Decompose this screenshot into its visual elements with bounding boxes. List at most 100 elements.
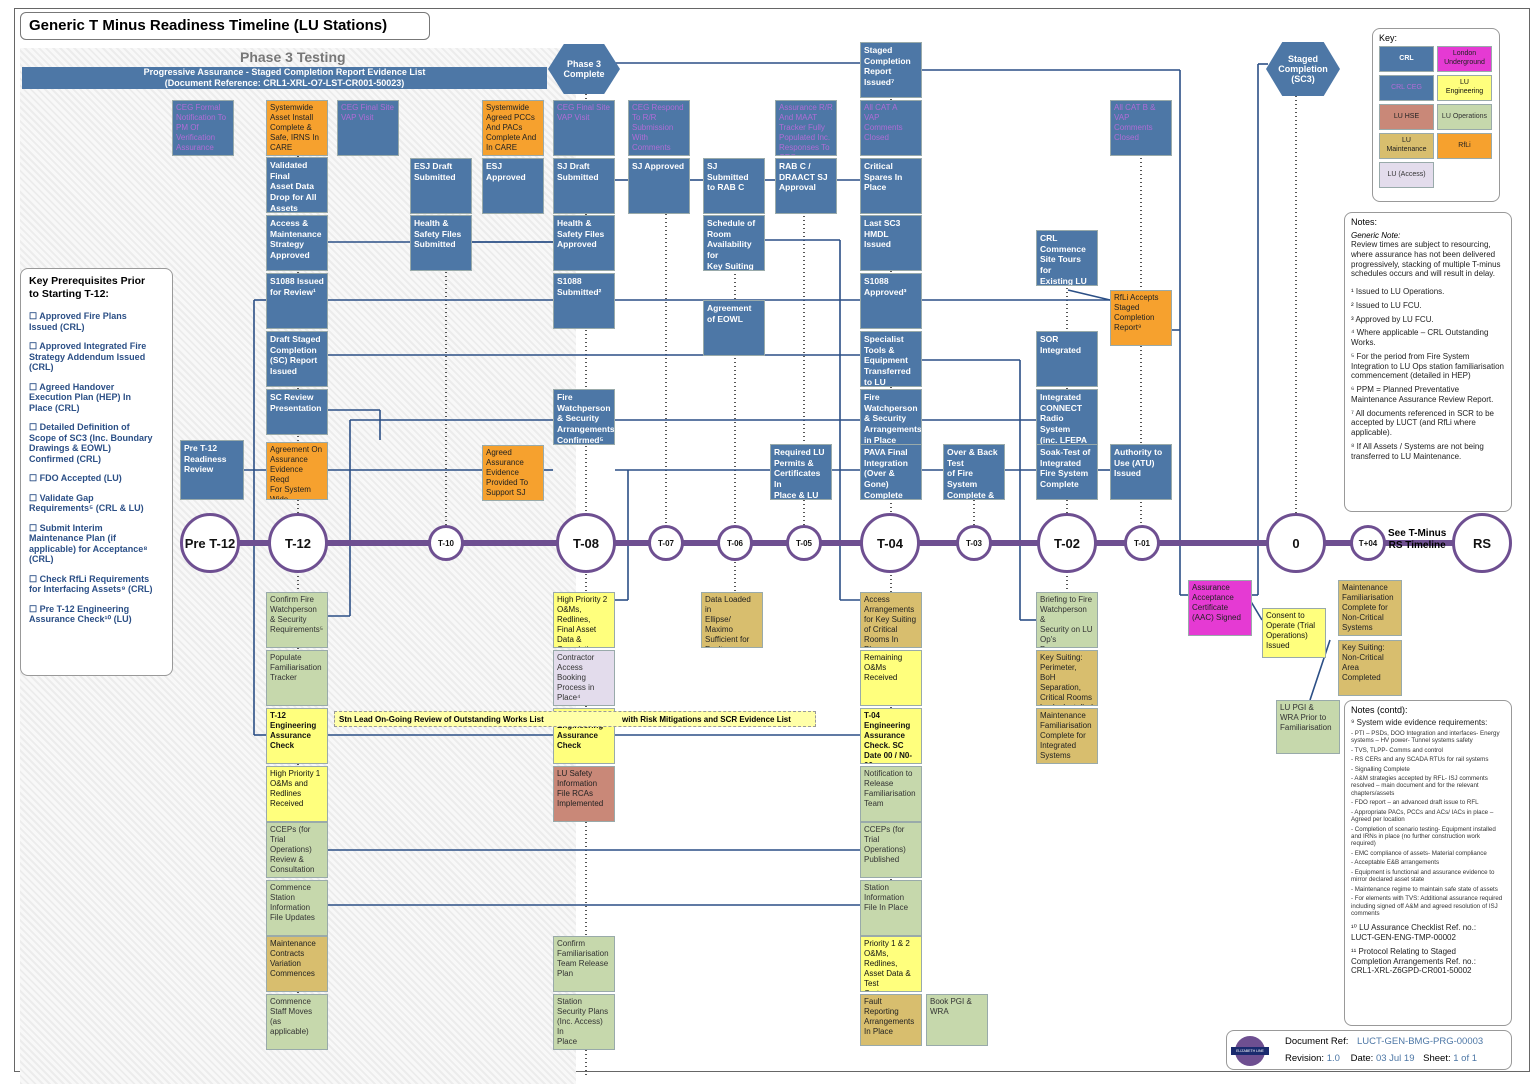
generic-note-title: Generic Note: (1351, 231, 1401, 240)
notes-contd-head: ⁹ System wide evidence requirements: (1351, 718, 1488, 727)
activity-box: Soak-Test of Integrated Fire System Comp… (1036, 444, 1098, 500)
note-item: ⁷ All documents referenced in SCR to be … (1351, 408, 1494, 438)
milestone-t-10: T-10 (428, 525, 464, 561)
doc-ref-line: Document Ref: LUCT-GEN-BMG-PRG-00003 (1285, 1036, 1483, 1047)
activity-box: Data Loaded in Ellipse/ Maximo Sufficien… (701, 592, 763, 648)
activity-box: Access Arrangements for Key Suiting of C… (860, 592, 922, 648)
prerequisite-item[interactable]: ☐ Approved Fire Plans Issued (CRL) (29, 311, 127, 332)
activity-box: Schedule of Room Availability for Key Su… (703, 215, 765, 271)
key-swatch: RfLi (1437, 133, 1492, 159)
prerequisite-item[interactable]: ☐ Validate Gap Requirements⁵ (CRL & LU) (29, 492, 144, 514)
sheet-value: 1 of 1 (1453, 1053, 1478, 1064)
prerequisite-item[interactable]: ☐ Check RfLi Requirements for Interfacin… (29, 573, 153, 595)
logo-bar: ELIZABETH LINE (1231, 1047, 1269, 1055)
activity-box: Maintenance Familiarisation Complete for… (1338, 580, 1402, 636)
activity-box: Systemwide Asset Install Complete & Safe… (266, 100, 328, 156)
activity-box: Confirm Fire Watchperson & Security Requ… (266, 592, 328, 648)
milestone-0: 0 (1266, 513, 1326, 573)
note-item: ⁶ PPM = Planned Preventative Maintenance… (1351, 385, 1494, 404)
activity-box: CEG Final Site VAP Visit (553, 100, 615, 156)
review-strip-right: with Risk Mitigations and SCR Evidence L… (622, 715, 791, 724)
note-item: ⁵ For the period from Fire System Integr… (1351, 351, 1504, 381)
activity-box: CEG Formal Notification To PM Of Verific… (172, 100, 234, 156)
activity-box: Confirm Familiarisation Team Release Pla… (553, 936, 615, 992)
notes-panel: Notes: Generic Note: Review times are su… (1344, 212, 1512, 512)
sheet-label: Sheet: (1423, 1053, 1451, 1064)
note-contd-item: - PTI – PSDs, DOO Integration and interf… (1351, 729, 1500, 745)
prerequisite-item[interactable]: ☐ Approved Integrated Fire Strategy Adde… (29, 341, 147, 372)
prerequisites-list: ☐ Approved Fire Plans Issued (CRL) ☐ Appr… (29, 311, 164, 625)
doc-ref-value: LUCT-GEN-BMG-PRG-00003 (1357, 1036, 1484, 1047)
elizabeth-line-logo: ELIZABETH LINE (1231, 1036, 1269, 1066)
note-item: ¹ Issued to LU Operations. (1351, 287, 1445, 296)
activity-box: Health & Safety Files Submitted (410, 215, 472, 271)
activity-box: Integrated CONNECT Radio System (inc. LF… (1036, 389, 1098, 445)
connector-line (1309, 639, 1331, 701)
activity-box: Authority to Use (ATU) Issued (1110, 444, 1172, 500)
milestone-t-02: T-02 (1037, 513, 1097, 573)
prerequisites-panel: Key Prerequisites Prior to Starting T-12… (20, 268, 173, 676)
notes-list: ¹ Issued to LU Operations.² Issued to LU… (1351, 287, 1505, 461)
activity-box: Consent to Operate (Trial Operations) Is… (1262, 608, 1326, 658)
revision-value: 1.0 (1326, 1053, 1340, 1064)
timeline-bar (185, 540, 1475, 546)
activity-box: Commence Staff Moves (as applicable) (266, 994, 328, 1050)
milestone-t-06: T-06 (717, 525, 753, 561)
prerequisite-item[interactable]: ☐ Detailed Definition of Scope of SC3 (I… (29, 422, 153, 464)
activity-box: Staged Completion Report Issued⁷ (860, 42, 922, 98)
activity-box: Briefing to Fire Watchperson & Security … (1036, 592, 1098, 648)
activity-box: Access & Maintenance Strategy Approved (266, 215, 328, 271)
prerequisite-item[interactable]: ☐ Submit Interim Maintenance Plan (if ap… (29, 522, 148, 565)
key-swatch: LU (Access) (1379, 162, 1434, 188)
activity-box: Priority 1 & 2 O&Ms, Redlines, Asset Dat… (860, 936, 922, 992)
note-contd-item: - RS CERs and any SCADA RTUs for rail sy… (1351, 756, 1489, 764)
activity-box: Station Information File In Place (860, 880, 922, 936)
review-strip: Stn Lead On-Going Review of Outstanding … (334, 711, 816, 727)
doc-ref-label: Document Ref: (1285, 1036, 1349, 1047)
activity-box: Critical Spares In Place (860, 158, 922, 214)
activity-box: Assurance Acceptance Certificate (AAC) S… (1188, 580, 1252, 636)
activity-box: High Priority 1 O&Ms and Redlines Receiv… (266, 766, 328, 822)
activity-box: S1088 Approved³ (860, 273, 922, 329)
notes-title: Notes: (1351, 217, 1378, 227)
activity-box: LU Safety Information File RCAs Implemen… (553, 766, 615, 822)
activity-box: Systemwide Agreed PCCs And PACs Complete… (482, 100, 544, 156)
activity-box: T-12 Engineering Assurance Check (266, 708, 328, 764)
notes-contd-panel: Notes (contd): ⁹ System wide evidence re… (1344, 700, 1512, 1026)
activity-box: PAVA Final Integration (Over & Gone) Com… (860, 444, 922, 500)
activity-box: Validated Final Asset Data Drop for All … (266, 157, 328, 213)
note-contd-item: - Appropriate PACs, PCCs and ACs/ IACs i… (1351, 808, 1494, 824)
banner-line-1: Progressive Assurance - Staged Completio… (143, 67, 426, 77)
activity-box: Fault Reporting Arrangements In Place (860, 994, 922, 1046)
document-footer: ELIZABETH LINE Document Ref: LUCT-GEN-BM… (1226, 1030, 1512, 1070)
connector-line (1067, 289, 1111, 301)
see-tminus-label: See T-Minus RS Timeline (1388, 528, 1447, 551)
activity-box: SC Review Presentation (266, 389, 328, 435)
activity-box: Book PGI & WRA (926, 994, 988, 1046)
note-item: ⁴ Where applicable – CRL Outstanding Wor… (1351, 328, 1489, 347)
milestone-t-01: T-01 (1124, 525, 1160, 561)
activity-box: RAB C / DRAACT SJ Approval (775, 158, 837, 214)
activity-box: RfLi Accepts Staged Completion Report⁹ (1110, 290, 1172, 346)
phase-3-complete-hex: Phase 3 Complete (548, 44, 620, 94)
activity-box: Draft Staged Completion (SC) Report Issu… (266, 331, 328, 387)
prerequisite-item[interactable]: ☐ Pre T-12 Engineering Assurance Check¹⁰… (29, 603, 132, 625)
activity-box: Commence Station Information File Update… (266, 880, 328, 936)
milestone-rs: RS (1452, 513, 1512, 573)
activity-box: Maintenance Familiarisation Complete for… (1036, 708, 1098, 764)
prerequisite-item[interactable]: ☐ Agreed Handover Execution Plan (HEP) I… (29, 381, 132, 413)
milestone-t-04: T-04 (860, 513, 920, 573)
key-title: Key: (1379, 33, 1398, 43)
note-10: ¹⁰ LU Assurance Checklist Ref. no.: LUCT… (1351, 923, 1477, 943)
note-contd-item: - For elements with TVS: Additional assu… (1351, 895, 1503, 917)
activity-box: S1088 Submitted² (553, 273, 615, 329)
note-contd-item: - Acceptable E&B arrangements (1351, 859, 1440, 867)
prerequisite-item[interactable]: ☐ FDO Accepted (LU) (29, 473, 122, 483)
note-item: ⁸ If All Assets / Systems are not being … (1351, 441, 1484, 461)
generic-note: Review times are subject to resourcing, … (1351, 240, 1501, 279)
activity-box: SJ Submitted to RAB C (703, 158, 765, 214)
evidence-banner: Progressive Assurance - Staged Completio… (22, 67, 547, 89)
activity-box: Populate Familiarisation Tracker (266, 650, 328, 706)
